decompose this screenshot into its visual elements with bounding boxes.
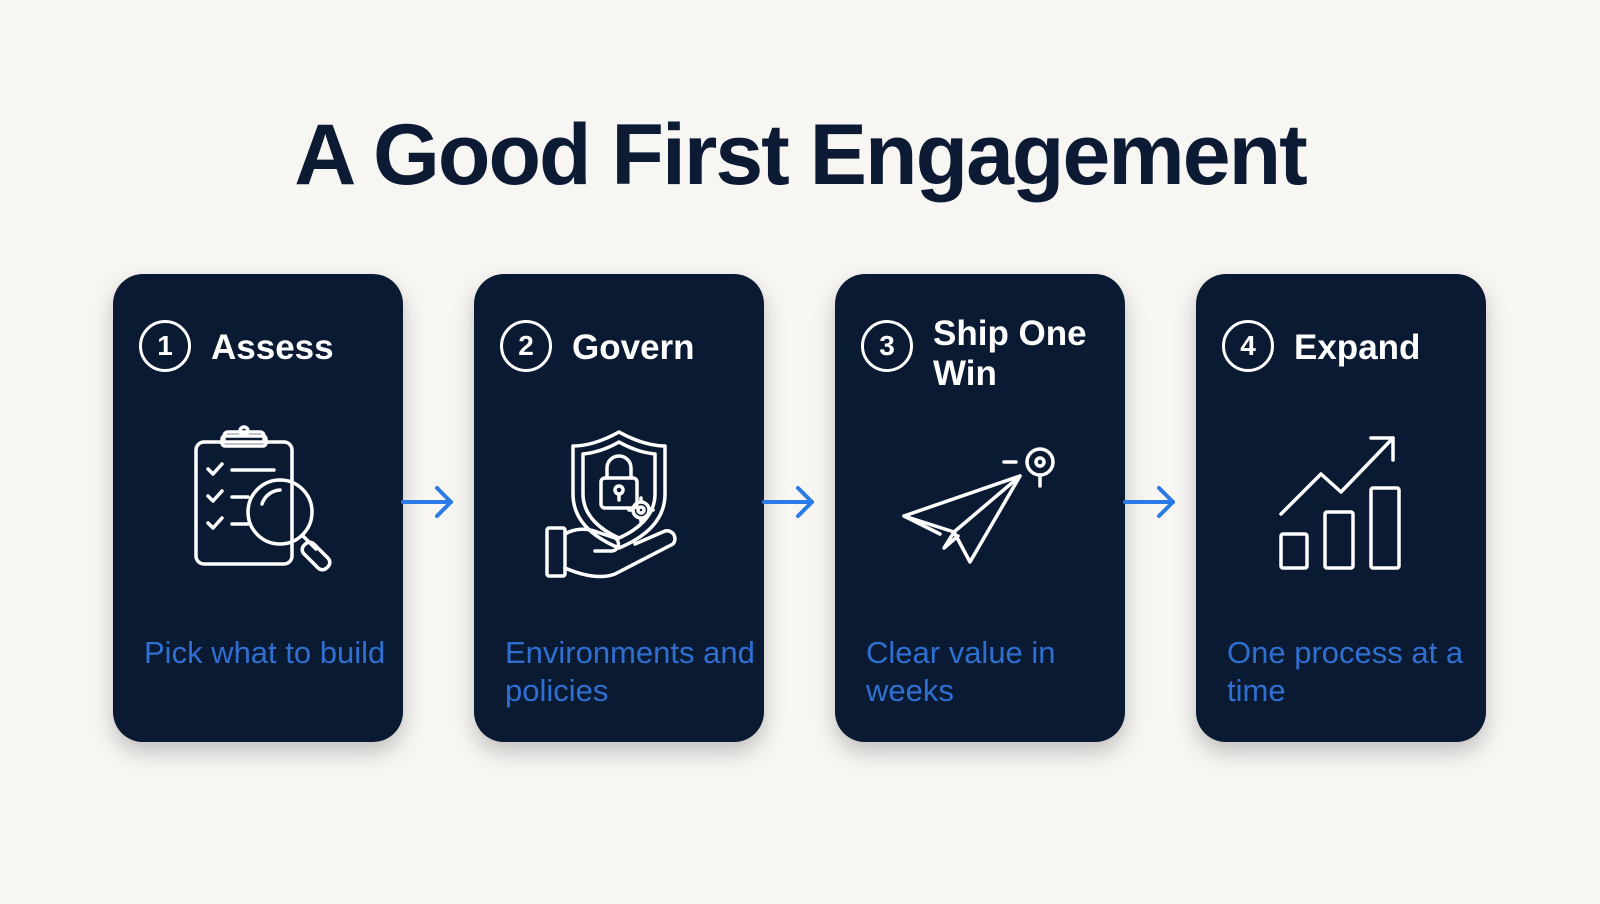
step-description: Pick what to build xyxy=(144,635,386,670)
step-description: Clear value in weeks xyxy=(866,635,1056,708)
paper-plane-target-icon xyxy=(902,447,1055,564)
step-title: Expand xyxy=(1294,328,1421,367)
growth-chart-icon xyxy=(1279,436,1401,570)
step-card-ship-one-win: 3 Ship One Win Clear value in weeks xyxy=(835,274,1125,742)
step-title: Assess xyxy=(211,328,334,367)
step-description: Environments and policies xyxy=(505,635,755,708)
step-number-badge: 3 xyxy=(861,320,913,372)
clipboard-search-icon xyxy=(194,425,332,572)
step-number-badge: 2 xyxy=(500,320,552,372)
page-title: A Good First Engagement xyxy=(294,107,1308,203)
step-number-badge: 1 xyxy=(139,320,191,372)
step-card-assess: 1 Assess Pick what to build xyxy=(113,274,403,742)
step-number-badge: 4 xyxy=(1222,320,1274,372)
step-card-expand: 4 Expand One process at a time xyxy=(1196,274,1486,742)
step-description: One process at a time xyxy=(1227,635,1464,708)
arrow-right-icon xyxy=(401,486,453,518)
arrow-right-icon xyxy=(1123,486,1175,518)
arrow-right-icon xyxy=(762,486,814,518)
shield-hand-icon xyxy=(545,430,677,579)
step-title: Ship One Win xyxy=(933,314,1087,393)
step-title: Govern xyxy=(572,328,695,367)
step-card-govern: 2 Govern Environments and policies xyxy=(474,274,764,742)
